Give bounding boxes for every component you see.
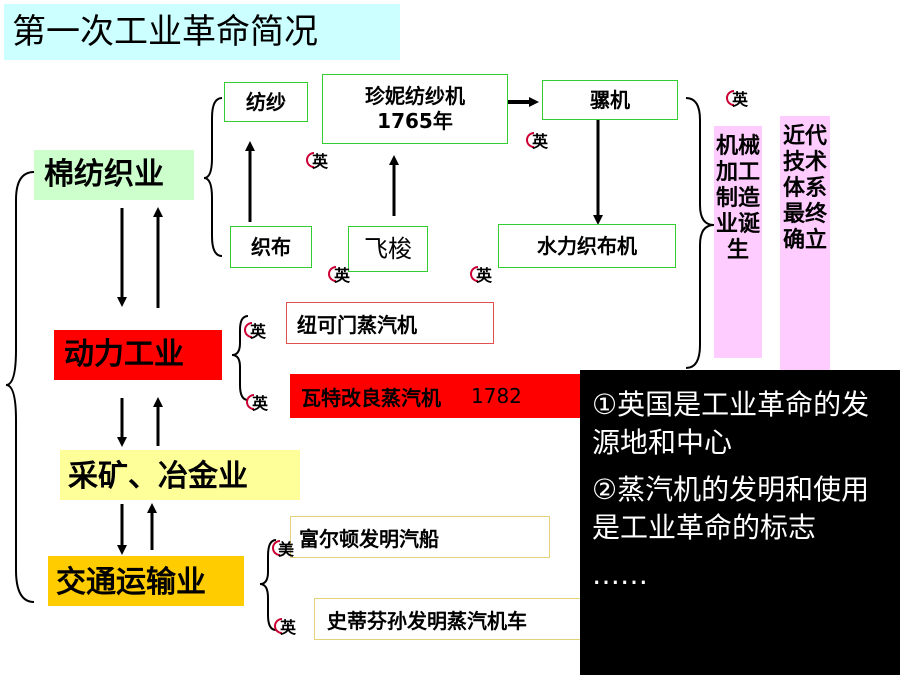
left-brace bbox=[5, 171, 35, 603]
jenny-box: 珍妮纺纱机 1765年 bbox=[322, 74, 508, 144]
marker-ring-icon bbox=[246, 394, 254, 410]
side-label-modern-technology: 近代技术体系最终确立 bbox=[780, 116, 830, 372]
conclusion-point-2: ②蒸汽机的发明和使用是工业革命的标志 bbox=[592, 473, 870, 544]
country-marker-watt: 英 bbox=[246, 390, 268, 414]
textile-brace bbox=[203, 97, 223, 257]
country-marker-jenny: 英 bbox=[306, 148, 328, 172]
marker-ring-icon bbox=[726, 90, 734, 106]
conclusion-box: ①英国是工业革命的发源地和中心 ②蒸汽机的发明和使用是工业革命的标志 …… bbox=[580, 370, 900, 675]
water-loom-box: 水力织布机 bbox=[498, 224, 676, 268]
marker-ring-icon bbox=[470, 266, 478, 282]
conclusion-point-1: ①英国是工业革命的发源地和中心 bbox=[592, 388, 870, 459]
country-marker-shuttle: 英 bbox=[328, 262, 350, 286]
watt-year: 1782 bbox=[471, 384, 522, 408]
power-brace bbox=[231, 315, 249, 401]
category-power: 动力工业 bbox=[54, 330, 222, 380]
marker-ring-icon bbox=[306, 152, 314, 168]
jenny-year: 1765年 bbox=[377, 109, 453, 133]
marker-ring-icon bbox=[274, 618, 282, 634]
category-textile: 棉纺织业 bbox=[34, 150, 194, 200]
marker-ring-icon bbox=[272, 540, 280, 556]
transport-brace bbox=[259, 539, 277, 631]
spinning-box: 纺纱 bbox=[224, 82, 308, 122]
country-marker-top: 英 bbox=[726, 86, 748, 110]
country-marker-mule: 英 bbox=[526, 128, 548, 152]
page-title: 第一次工业革命简况 bbox=[4, 4, 400, 60]
marker-ring-icon bbox=[526, 132, 534, 148]
side-label-machine-industry: 机械加工制造业诞生 bbox=[714, 126, 762, 358]
weaving-box: 织布 bbox=[230, 226, 312, 268]
mule-box: 骡机 bbox=[542, 80, 678, 120]
stephenson-box: 史蒂芬孙发明蒸汽机车 bbox=[314, 598, 584, 640]
newcomen-box: 纽可门蒸汽机 bbox=[286, 302, 494, 344]
watt-label: 瓦特改良蒸汽机 bbox=[301, 385, 441, 410]
country-marker-newcomen: 英 bbox=[244, 318, 266, 342]
shuttle-box: 飞梭 bbox=[348, 226, 428, 272]
country-marker-water-loom: 英 bbox=[470, 262, 492, 286]
marker-ring-icon bbox=[328, 266, 336, 282]
jenny-name: 珍妮纺纱机 bbox=[365, 84, 465, 108]
country-marker-fulton: 美 bbox=[272, 536, 294, 560]
watt-box: 瓦特改良蒸汽机 1782 bbox=[290, 374, 580, 418]
category-transport: 交通运输业 bbox=[48, 556, 244, 606]
right-brace bbox=[685, 97, 715, 369]
country-marker-stephenson: 英 bbox=[274, 614, 296, 638]
fulton-box: 富尔顿发明汽船 bbox=[290, 516, 550, 558]
conclusion-ellipsis: …… bbox=[592, 558, 648, 591]
category-mining: 采矿、冶金业 bbox=[60, 450, 300, 500]
marker-ring-icon bbox=[244, 322, 252, 338]
